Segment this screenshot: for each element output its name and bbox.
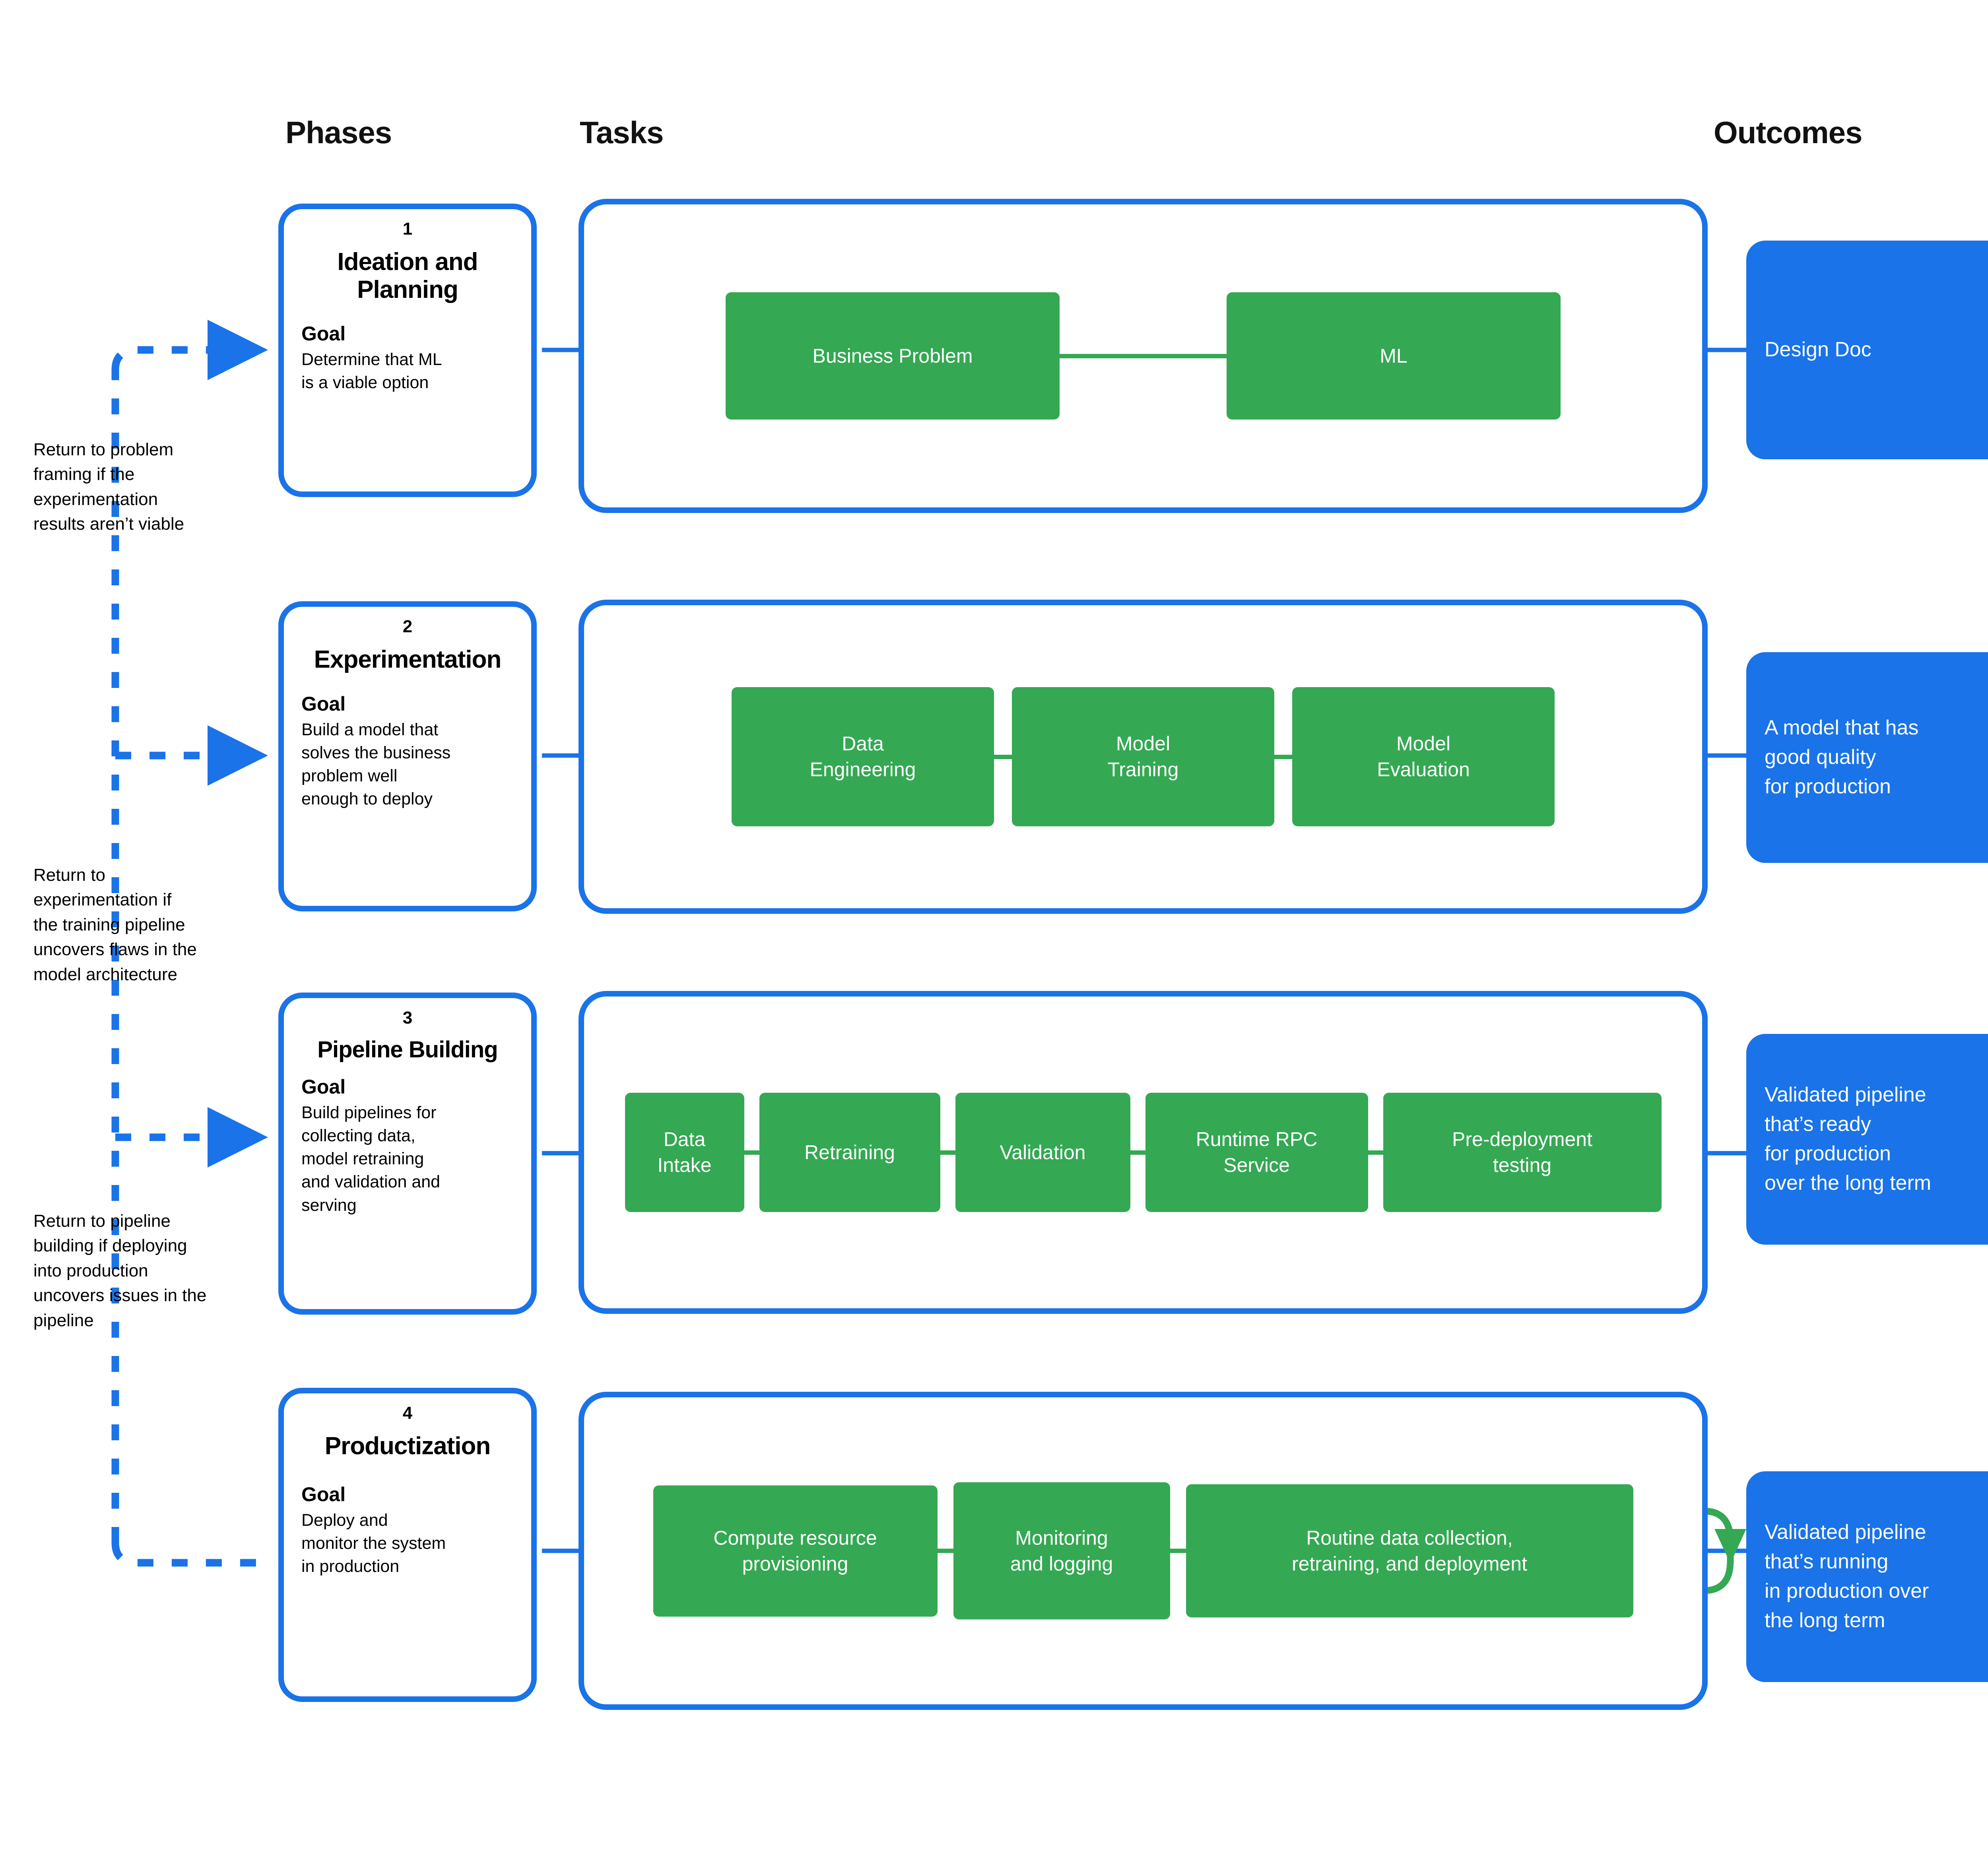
task-row-1: Business Problem ML (584, 292, 1702, 420)
phase-goal: Goal Determine that ML is a viable optio… (297, 322, 518, 394)
phase-number: 3 (402, 1008, 413, 1028)
phase-card-3[interactable]: 3 Pipeline Building Goal Build pipelines… (278, 993, 537, 1315)
task-connector (1274, 754, 1292, 759)
task-connector (937, 1548, 953, 1553)
phase-title: Pipeline Building (317, 1037, 498, 1063)
outcome-card-3[interactable]: Validated pipeline that’s ready for prod… (1746, 1034, 1988, 1245)
task-outcome-links (1706, 348, 1746, 1553)
task-box[interactable]: Model Training (1012, 687, 1274, 826)
phase-title: Ideation and Planning (337, 248, 478, 303)
task-connector (1130, 1150, 1145, 1155)
phase-goal: Goal Build a model that solves the busin… (297, 692, 518, 810)
phase-goal-text: Determine that ML is a viable option (301, 350, 442, 392)
task-box[interactable]: Monitoring and logging (953, 1482, 1170, 1620)
task-box[interactable]: Pre-deployment testing (1383, 1093, 1662, 1212)
annotation-return-to-experimentation: Return to experimentation if the trainin… (33, 865, 197, 984)
task-box[interactable]: ML (1227, 292, 1561, 420)
phase-task-links (542, 348, 579, 1553)
column-header-outcomes: Outcomes (1714, 115, 1862, 150)
outcome-card-4[interactable]: Validated pipeline that’s running in pro… (1746, 1471, 1988, 1682)
outcome-card-1[interactable]: Design Doc (1746, 241, 1988, 459)
phase-title: Experimentation (314, 646, 502, 674)
phase-number: 4 (402, 1403, 413, 1423)
phase-goal-label: Goal (301, 1483, 346, 1506)
tasks-panel-4: Compute resource provisioning Monitoring… (579, 1392, 1708, 1710)
phase-number: 2 (402, 617, 413, 636)
phase-goal-text: Build pipelines for collecting data, mod… (301, 1103, 441, 1215)
tasks-panel-3: Data Intake Retraining Validation Runtim… (579, 991, 1708, 1314)
task-connector (744, 1150, 759, 1155)
task-row-3: Data Intake Retraining Validation Runtim… (584, 1093, 1702, 1212)
phase-goal-text: Build a model that solves the business p… (301, 720, 451, 808)
phase-goal: Goal Build pipelines for collecting data… (297, 1075, 518, 1216)
task-box[interactable]: Data Intake (625, 1093, 744, 1212)
task-connector (1368, 1150, 1383, 1155)
phase-goal-text: Deploy and monitor the system in product… (301, 1510, 446, 1576)
phase-card-1[interactable]: 1 Ideation and Planning Goal Determine t… (278, 204, 537, 497)
phase-goal-label: Goal (301, 322, 346, 345)
phase-goal-label: Goal (301, 1076, 346, 1098)
task-connector (940, 1150, 955, 1155)
tasks-panel-1: Business Problem ML (579, 199, 1708, 513)
task-connector (1060, 354, 1227, 358)
task-box[interactable]: Runtime RPC Service (1145, 1093, 1368, 1212)
loop-arrowhead-row4-right (1714, 1529, 1746, 1564)
task-connector (1170, 1548, 1186, 1553)
phase-title: Productization (324, 1432, 491, 1460)
outcome-card-2[interactable]: A model that has good quality for produc… (1746, 652, 1988, 863)
annotation-return-to-problem-framing: Return to problem framing if the experim… (33, 440, 184, 534)
task-box[interactable]: Compute resource provisioning (653, 1485, 938, 1616)
task-box[interactable]: Model Evaluation (1292, 687, 1555, 826)
task-box[interactable]: Business Problem (726, 292, 1060, 420)
column-header-tasks: Tasks (580, 115, 664, 150)
task-box[interactable]: Routine data collection, retraining, and… (1186, 1484, 1633, 1618)
tasks-panel-2: Data Engineering Model Training Model Ev… (579, 600, 1708, 914)
task-box[interactable]: Retraining (759, 1093, 940, 1212)
phase-card-4[interactable]: 4 Productization Goal Deploy and monitor… (278, 1388, 537, 1702)
phase-number: 1 (402, 219, 413, 239)
annotation-return-to-pipeline-building: Return to pipeline building if deploying… (33, 1211, 207, 1330)
phase-goal-label: Goal (301, 692, 346, 715)
task-row-4: Compute resource provisioning Monitoring… (584, 1482, 1702, 1620)
task-box[interactable]: Data Engineering (732, 687, 994, 826)
column-header-phases: Phases (285, 115, 392, 150)
phase-goal: Goal Deploy and monitor the system in pr… (297, 1482, 518, 1578)
task-row-2: Data Engineering Model Training Model Ev… (584, 687, 1702, 826)
phase-card-2[interactable]: 2 Experimentation Goal Build a model tha… (278, 601, 537, 911)
task-box[interactable]: Validation (955, 1093, 1130, 1212)
task-connector (994, 754, 1012, 759)
